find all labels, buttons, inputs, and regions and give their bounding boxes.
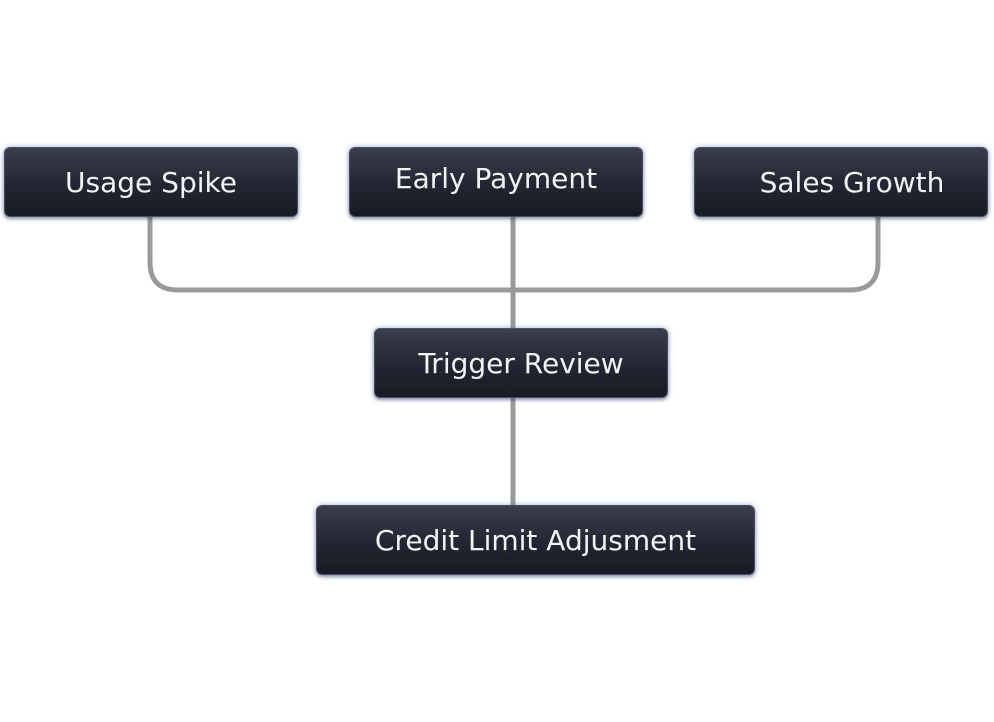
connector-sales-growth-to-bus <box>510 214 881 293</box>
node-early-payment: Early Payment <box>349 147 643 217</box>
node-trigger-review: Trigger Review <box>374 328 668 398</box>
connector-usage-spike-to-bus <box>147 214 516 293</box>
node-credit-limit-adjustment: Credit Limit Adjusment <box>316 505 755 575</box>
node-sales-growth: Sales Growth <box>694 147 988 217</box>
node-usage-spike: Usage Spike <box>4 147 298 217</box>
